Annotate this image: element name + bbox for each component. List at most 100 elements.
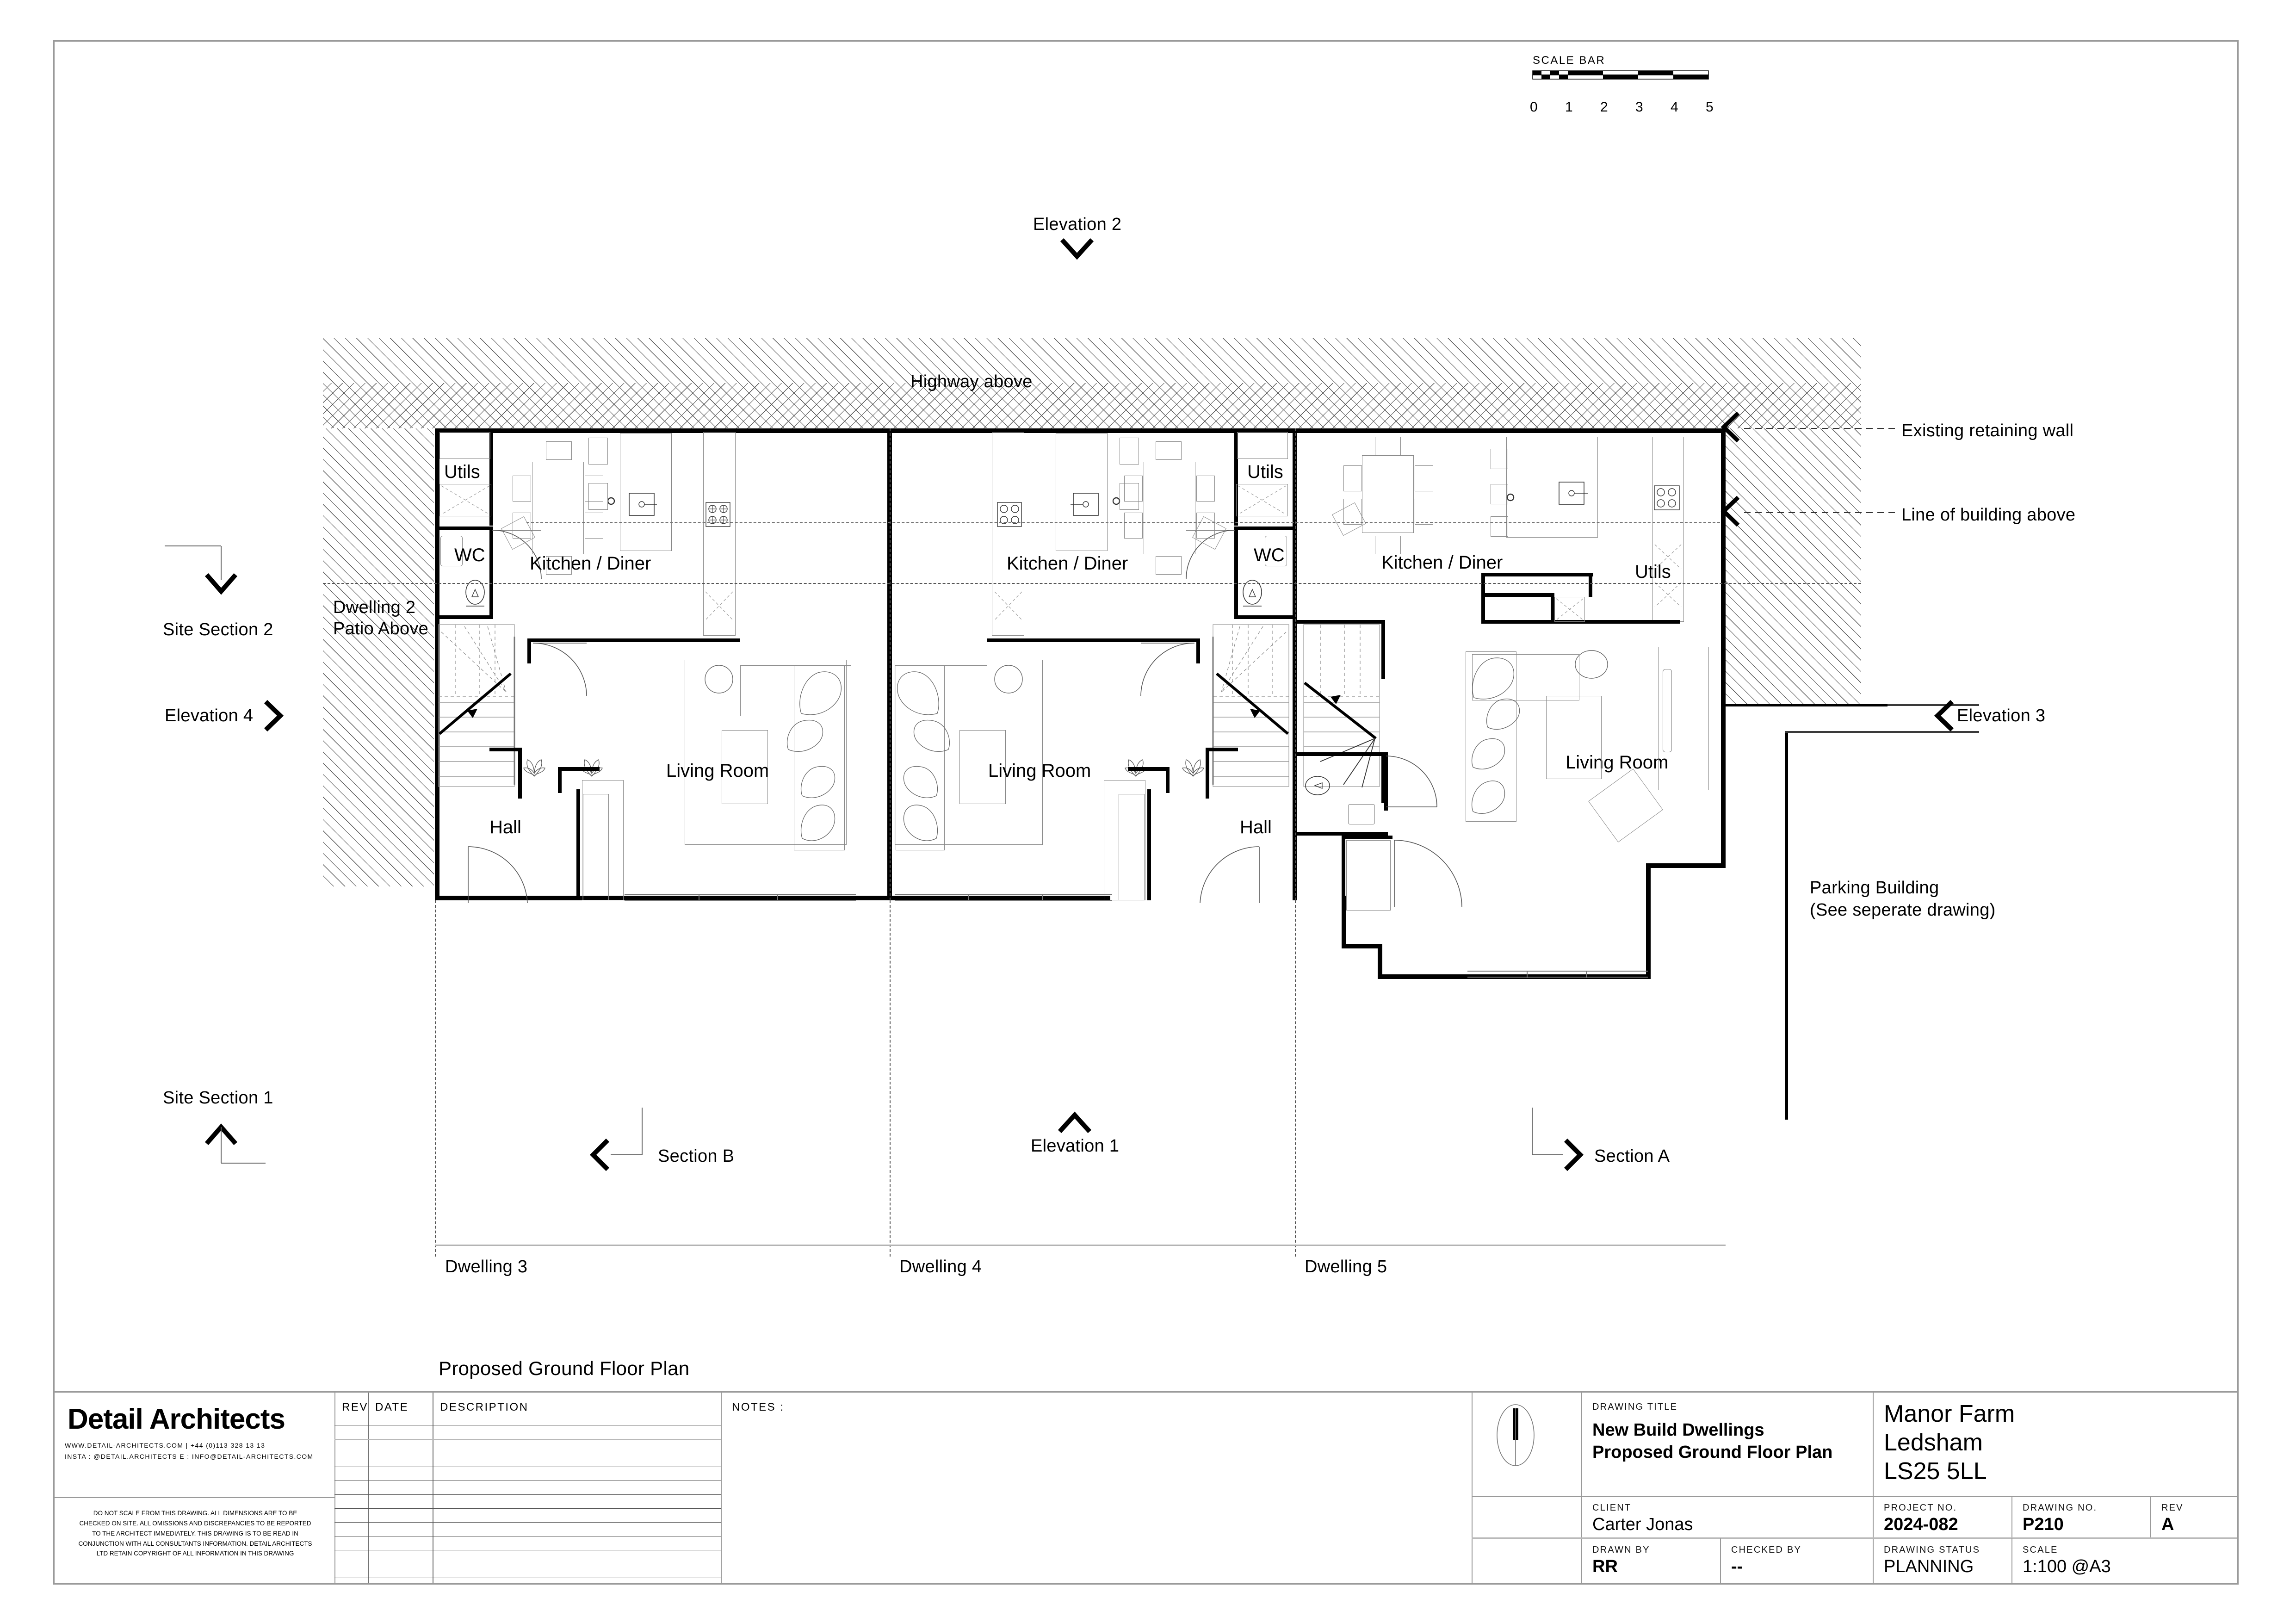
marker-elevation-3-label: Elevation 3 [1957, 706, 2046, 725]
retaining-wall-pointer-icon [1720, 411, 1740, 443]
marker-elevation-4-label: Elevation 4 [165, 706, 254, 725]
d4-chair [1156, 441, 1182, 460]
d5-store-unit [1346, 840, 1391, 911]
revision-col-date [368, 1393, 369, 1583]
d5-room-label-living: Living Room [1566, 752, 1669, 773]
field-drawn-by-caption: DRAWN BY [1592, 1545, 1650, 1555]
field-project-no-value: 2024-082 [1884, 1515, 1958, 1534]
field-project-no-caption: PROJECT NO. [1884, 1503, 1957, 1513]
field-client-caption: CLIENT [1592, 1503, 1632, 1513]
d4-room-label-utils: Utils [1247, 462, 1283, 482]
marker-section-a-label: Section A [1594, 1146, 1670, 1166]
field-checked-by-caption: CHECKED BY [1731, 1545, 1802, 1555]
d5-hob-icon [1654, 485, 1680, 510]
field-rev: REV A [2150, 1496, 2238, 1537]
d5-sofa [1472, 654, 1579, 700]
d5-island-sink [1559, 482, 1588, 505]
d4-wc-wall-top [1234, 527, 1293, 530]
elevation-3-reference-line [1726, 704, 1888, 706]
note-parking-building-line1: Parking Building [1810, 878, 1939, 898]
d3-wc-toilet-icon [465, 580, 485, 607]
d5-chair [1415, 499, 1433, 525]
dwelling-boundary-d3-d4-upper [890, 428, 891, 900]
tb-divider-9 [2011, 1538, 2012, 1585]
marker-section-b-label: Section B [658, 1146, 735, 1166]
revision-header-rev: REV [342, 1401, 368, 1413]
building-wall-d5-step-2 [1646, 863, 1651, 979]
d5-stair-wall [1297, 620, 1385, 624]
d4-room-label-living: Living Room [988, 761, 1091, 781]
d4-front-window [895, 894, 1112, 901]
notes-area: NOTES : [721, 1393, 1472, 1585]
scale-bar-caption: SCALE BAR [1533, 54, 1606, 67]
d3-kitchen-island [620, 433, 672, 551]
d4-kitchen-island [1056, 433, 1108, 551]
tb-row-divider-2 [1472, 1537, 2237, 1539]
d5-rug [1546, 696, 1602, 779]
dwelling-3-plan: Utils WC Kitchen / Diner [435, 428, 892, 904]
title-block: Detail Architects WWW.DETAIL-ARCHITECTS.… [55, 1391, 2238, 1585]
note-dwelling2-patio-line1: Dwelling 2 [333, 598, 416, 617]
kitchen-centreline [526, 522, 1720, 523]
d5-tv-panel [1663, 669, 1672, 752]
field-rev-caption: REV [2161, 1503, 2184, 1513]
marker-elevation-1-label: Elevation 1 [1031, 1136, 1120, 1156]
d5-island-stool [1491, 449, 1508, 469]
d3-side-table-icon [705, 665, 733, 694]
d5-kitchen-cab-x [1654, 582, 1682, 607]
d4-chair [1156, 556, 1182, 575]
scale-tick-5: 5 [1706, 99, 1714, 115]
note-dwelling2-patio-line2: Patio Above [333, 619, 429, 638]
d4-island-stool [1120, 438, 1139, 465]
revision-header-date: DATE [375, 1401, 409, 1413]
field-drawing-status: DRAWING STATUS PLANNING [1873, 1538, 2011, 1585]
disclaimer-line: DO NOT SCALE FROM THIS DRAWING. ALL DIME… [93, 1510, 297, 1517]
d5-armchair [1588, 768, 1663, 842]
scale-tick-0: 0 [1530, 99, 1538, 115]
d5-island-stool [1491, 516, 1508, 537]
scale-bar: SCALE BAR 0 1 2 3 4 5 [1477, 30, 1773, 115]
d4-kitchen-cab-x [994, 591, 1022, 620]
d3-cushion-icon [799, 671, 842, 715]
site-section-2-leader [165, 545, 238, 595]
d4-entry-door-swing [1200, 846, 1260, 904]
d3-kitchen-cab-x [705, 591, 733, 620]
d5-wc-door-swing [1386, 756, 1437, 807]
building-wall-d5-hall-b [1342, 944, 1382, 948]
chevron-left-icon [1934, 700, 1954, 732]
d3-chair [585, 476, 603, 502]
revision-row[interactable] [334, 1508, 721, 1509]
d5-stair-wall-v2 [1381, 752, 1385, 803]
d3-coffee-table [722, 730, 768, 804]
d4-cushion-icon [903, 805, 938, 841]
revision-row[interactable] [334, 1439, 721, 1440]
building-line-pointer-icon [1720, 496, 1740, 527]
drawing-title-line-1: New Build Dwellings [1592, 1420, 1764, 1440]
d5-wc-wall-right [1384, 752, 1388, 811]
d3-rug [685, 660, 847, 845]
d4-stair-wall [1206, 748, 1238, 751]
revision-row[interactable] [334, 1494, 721, 1495]
project-address-line-1: Manor Farm [1884, 1400, 2015, 1427]
d5-wc-basin [1348, 804, 1375, 824]
tb-divider-1 [334, 1393, 335, 1583]
d5-tv-unit [1658, 647, 1709, 790]
existing-retaining-wall-hatch [323, 338, 1861, 428]
d3-hall-nib-a [558, 767, 600, 771]
d4-chair [1124, 513, 1143, 539]
leader-existing-retaining-wall [1744, 428, 1898, 429]
parking-building-wall-left [1785, 731, 1788, 1120]
drawing-sheet: SCALE BAR 0 1 2 3 4 5 [53, 40, 2239, 1585]
d3-utils-appliance [439, 484, 491, 516]
note-existing-retaining-wall: Existing retaining wall [1901, 421, 2074, 440]
d5-utils-appliance-x [1556, 598, 1584, 620]
d5-utils-wall-top [1481, 573, 1593, 576]
project-address-line-3: LS25 5LL [1884, 1458, 1987, 1485]
d3-wc-basin [440, 536, 463, 566]
revision-row[interactable] [334, 1522, 721, 1523]
d3-stair-wall-v [518, 748, 522, 799]
d4-chair [1196, 476, 1215, 502]
d3-island-sink [629, 493, 657, 516]
d4-side-table-icon [994, 665, 1023, 694]
field-scale-value: 1:100 @A3 [2023, 1557, 2111, 1576]
